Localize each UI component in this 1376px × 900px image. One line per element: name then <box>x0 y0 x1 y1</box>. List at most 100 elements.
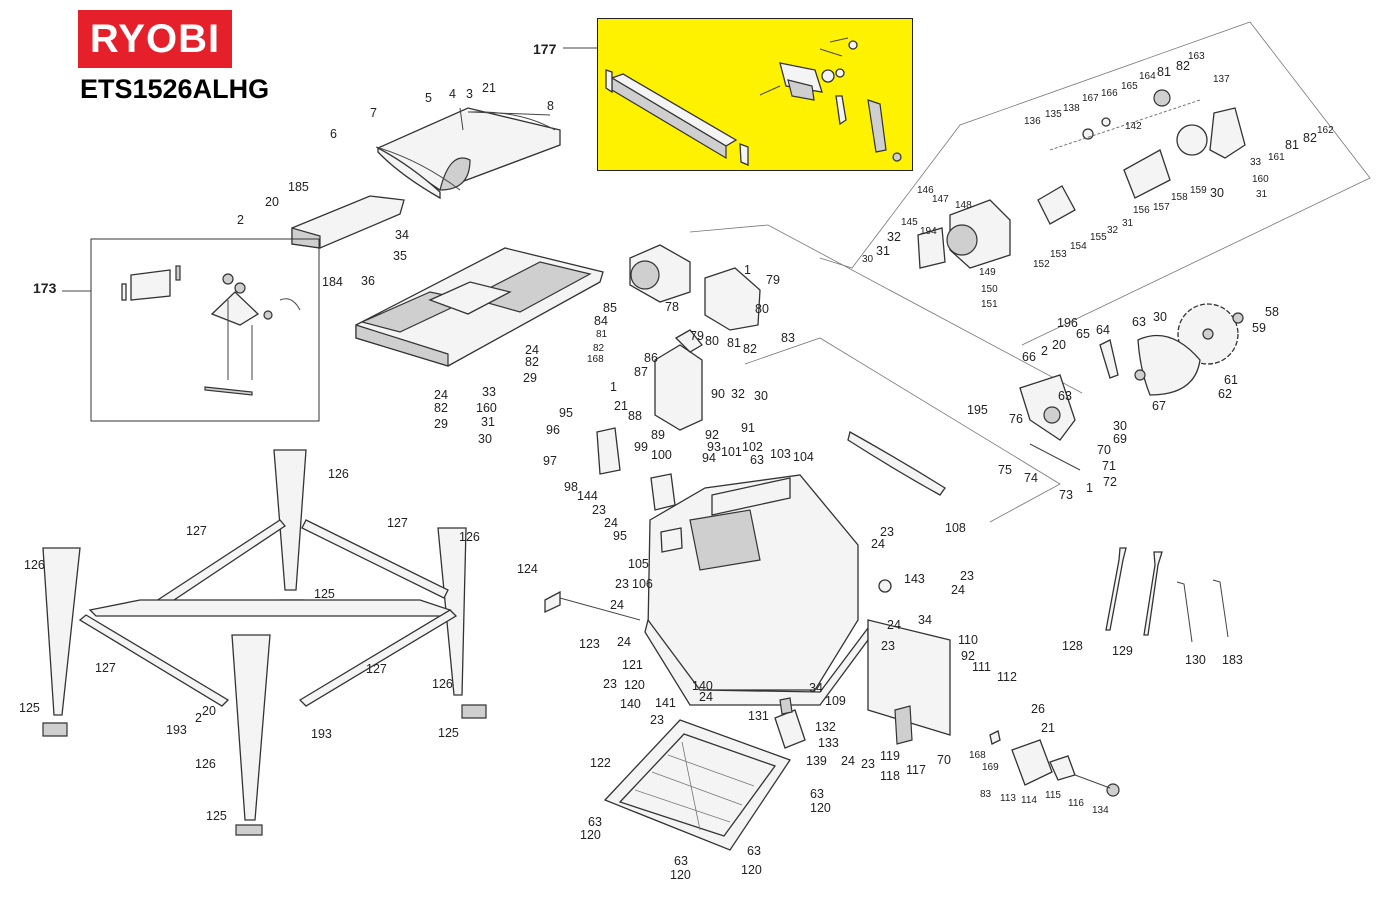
part-label-70: 70 <box>1097 443 1111 457</box>
part-label-82: 82 <box>593 343 605 354</box>
part-label-154: 154 <box>1070 241 1087 252</box>
part-label-117: 117 <box>906 763 926 777</box>
part-label-92: 92 <box>961 649 975 663</box>
part-label-2: 2 <box>1041 344 1048 358</box>
part-label-183: 183 <box>1222 653 1243 667</box>
part-label-87: 87 <box>634 365 648 379</box>
part-label-59: 59 <box>1252 321 1266 335</box>
part-label-125: 125 <box>206 809 227 823</box>
part-label-127: 127 <box>186 524 207 538</box>
part-label-31: 31 <box>1256 189 1268 200</box>
part-label-119: 119 <box>880 749 900 763</box>
part-label-113: 113 <box>1000 793 1016 804</box>
part-label-83: 83 <box>781 331 795 345</box>
part-label-81: 81 <box>596 329 608 340</box>
callout-177-label[interactable]: 177 <box>533 41 557 57</box>
part-label-173: 173 <box>33 280 57 296</box>
part-label-127: 127 <box>95 661 116 675</box>
kit-173 <box>62 238 320 422</box>
part-label-196: 196 <box>1057 316 1078 330</box>
part-label-92: 92 <box>705 428 719 442</box>
part-label-90: 90 <box>711 387 725 401</box>
part-label-152: 152 <box>1033 259 1050 270</box>
part-label-4: 4 <box>449 87 456 101</box>
part-label-166: 166 <box>1101 88 1118 99</box>
part-label-58: 58 <box>1265 305 1279 319</box>
part-label-116: 116 <box>1068 798 1084 809</box>
part-label-121: 121 <box>622 658 643 672</box>
part-label-134: 134 <box>1092 805 1109 816</box>
part-label-103: 103 <box>770 447 791 461</box>
part-label-73: 73 <box>1059 488 1073 502</box>
part-label-34: 34 <box>918 613 932 627</box>
part-label-30: 30 <box>478 432 492 446</box>
part-label-111: 111 <box>972 660 992 674</box>
part-label-23: 23 <box>650 713 664 727</box>
part-label-110: 110 <box>958 633 978 647</box>
part-label-8: 8 <box>547 99 554 113</box>
part-label-138: 138 <box>1063 103 1080 114</box>
part-label-156: 156 <box>1133 205 1150 216</box>
part-label-24: 24 <box>434 388 448 402</box>
part-label-124: 124 <box>517 562 538 576</box>
part-label-82: 82 <box>743 342 757 356</box>
part-label-24: 24 <box>871 537 885 551</box>
base-housing <box>644 431 946 706</box>
part-label-102: 102 <box>742 440 763 454</box>
part-label-131: 131 <box>748 709 769 723</box>
part-label-63: 63 <box>810 787 824 801</box>
part-label-2: 2 <box>195 711 202 725</box>
part-label-99: 99 <box>634 440 648 454</box>
part-label-23: 23 <box>861 757 875 771</box>
part-label-81: 81 <box>1157 65 1171 79</box>
part-label-21: 21 <box>614 399 628 413</box>
tool-wrenches <box>1105 547 1229 643</box>
part-label-1: 1 <box>610 380 617 394</box>
part-label-30: 30 <box>862 254 874 265</box>
part-label-63: 63 <box>1132 315 1146 329</box>
part-label-63: 63 <box>747 844 761 858</box>
part-label-127: 127 <box>387 516 408 530</box>
part-label-65: 65 <box>1076 327 1090 341</box>
part-label-126: 126 <box>24 558 45 572</box>
part-label-23: 23 <box>881 639 895 653</box>
part-label-70: 70 <box>937 753 951 767</box>
part-label-81: 81 <box>1285 138 1299 152</box>
part-label-159: 159 <box>1190 185 1207 196</box>
part-label-125: 125 <box>19 701 40 715</box>
part-label-88: 88 <box>628 409 642 423</box>
part-label-146: 146 <box>917 185 934 196</box>
part-label-120: 120 <box>670 868 691 882</box>
part-label-63: 63 <box>674 854 688 868</box>
part-label-20: 20 <box>265 195 279 209</box>
part-label-139: 139 <box>806 754 827 768</box>
part-label-82: 82 <box>1303 131 1317 145</box>
part-label-30: 30 <box>1210 186 1224 200</box>
part-label-23: 23 <box>603 677 617 691</box>
part-label-125: 125 <box>314 587 335 601</box>
part-label-168: 168 <box>587 354 604 365</box>
part-label-108: 108 <box>945 521 966 535</box>
part-label-31: 31 <box>1122 218 1134 229</box>
part-label-71: 71 <box>1102 459 1116 473</box>
part-label-29: 29 <box>523 371 537 385</box>
part-label-97: 97 <box>543 454 557 468</box>
part-label-115: 115 <box>1045 790 1061 801</box>
part-label-82: 82 <box>1176 59 1190 73</box>
part-label-127: 127 <box>366 662 387 676</box>
part-label-195: 195 <box>967 403 988 417</box>
part-label-6: 6 <box>330 127 337 141</box>
blade-guard <box>375 107 561 200</box>
part-label-24: 24 <box>525 343 539 357</box>
part-label-118: 118 <box>880 769 900 783</box>
part-label-24: 24 <box>604 516 618 530</box>
part-label-76: 76 <box>1009 412 1023 426</box>
part-label-147: 147 <box>932 194 949 205</box>
part-label-66: 66 <box>1022 350 1036 364</box>
saw-blade <box>1019 303 1244 471</box>
bevel-mechanism <box>867 579 1120 797</box>
part-label-1: 1 <box>1086 481 1093 495</box>
part-label-153: 153 <box>1050 249 1067 260</box>
part-label-29: 29 <box>434 417 448 431</box>
part-label-194: 194 <box>920 226 937 237</box>
